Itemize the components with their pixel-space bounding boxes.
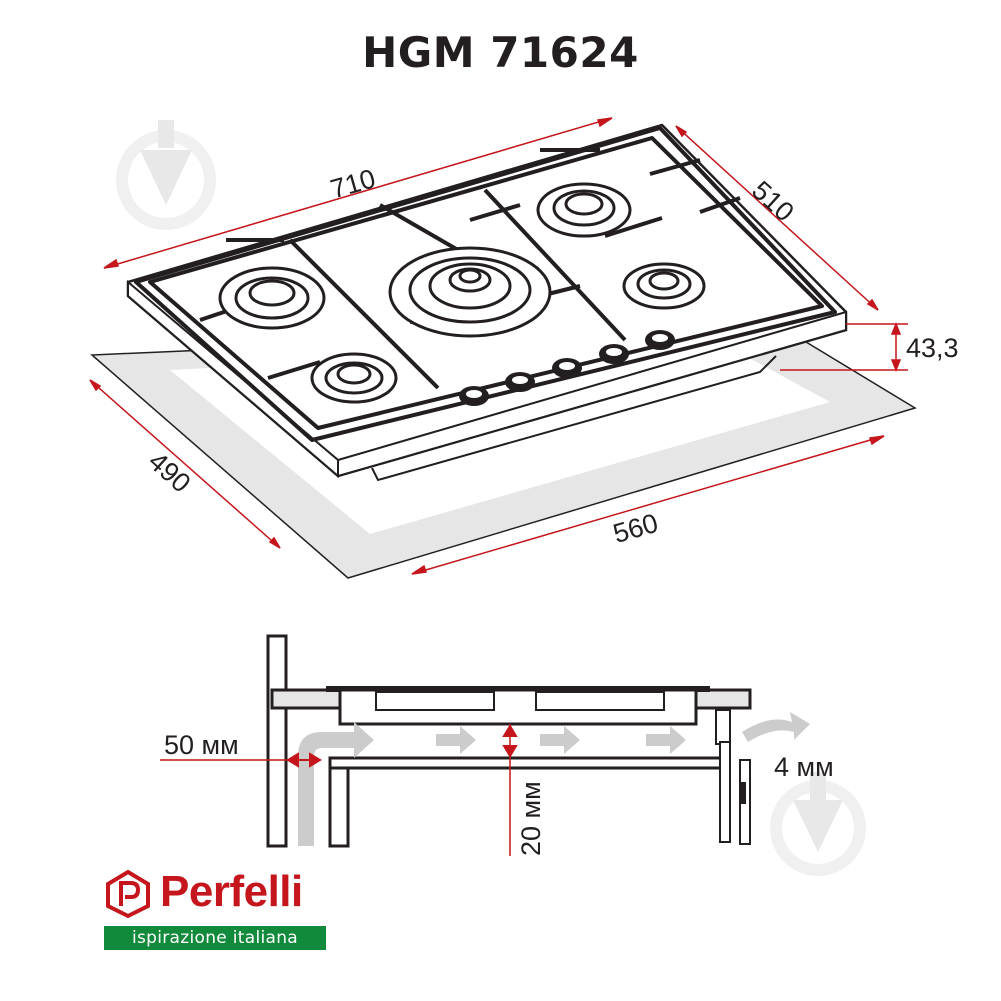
- burner-wok: [388, 246, 552, 338]
- side-gap-label: 50 мм: [164, 730, 239, 760]
- watermark-icon: [116, 120, 216, 230]
- gap-markers: [160, 724, 518, 856]
- airflow-arrows: [298, 712, 810, 846]
- dimension-cutout-depth-label: 490: [143, 446, 197, 498]
- brand-logo: Perfelli ispirazione italiana: [104, 866, 326, 952]
- burner: [218, 266, 326, 330]
- watermark-icon: [770, 772, 866, 876]
- page-title: HGM 71624: [362, 28, 639, 77]
- bottom-gap-label: 20 мм: [516, 781, 546, 856]
- vent-gap-label: 4 мм: [774, 752, 834, 782]
- installation-section: [266, 634, 752, 848]
- brand-name: Perfelli: [160, 867, 303, 916]
- dimension-lines: [89, 117, 908, 575]
- brand-tagline: ispirazione italiana: [104, 926, 326, 950]
- burner: [622, 262, 706, 310]
- burner: [536, 182, 632, 238]
- dimension-width-label: 710: [327, 163, 379, 204]
- perfelli-mark-icon: [106, 870, 150, 918]
- dimension-height-label: 43,3: [906, 333, 959, 363]
- hob-right-edge: [337, 310, 847, 478]
- burner: [310, 352, 398, 404]
